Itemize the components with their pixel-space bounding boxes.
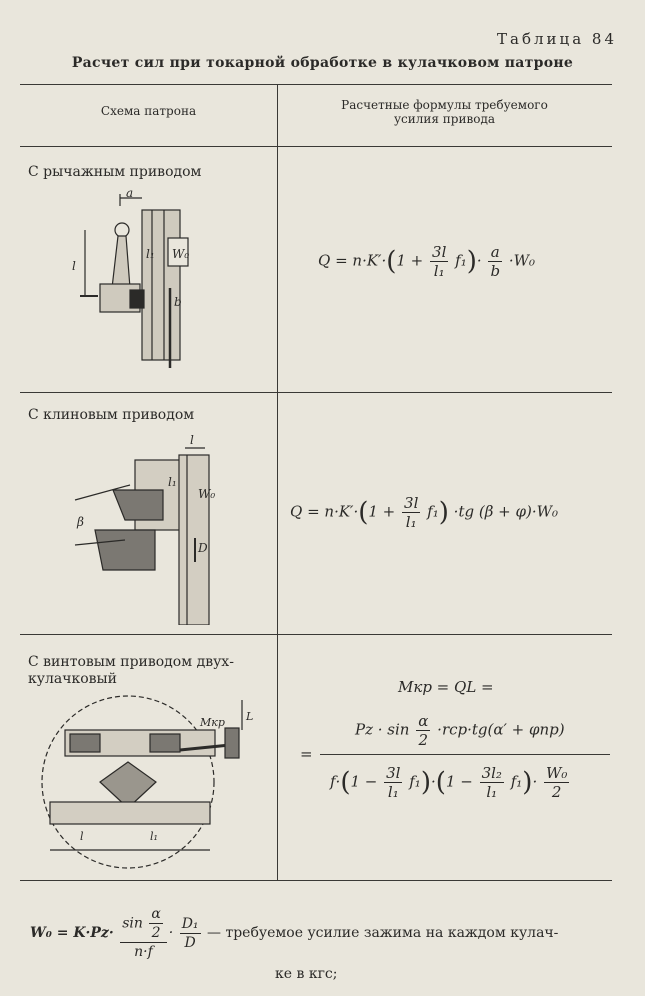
footer-text-line2: ке в кгс; [275, 966, 338, 982]
formula-wedge-f1: f₁ [427, 502, 439, 521]
row-label-wedge: С клиновым приводом [28, 407, 195, 423]
formula-screw-alpha: α [418, 712, 429, 730]
screw-label-l1: l₁ [150, 830, 158, 843]
formula-wedge-den: l₁ [402, 512, 421, 531]
formula-lever-den: l₁ [430, 261, 449, 280]
lever-label-w0: W₀ [172, 247, 189, 261]
formula-screw-den-b-den: l₁ [479, 782, 504, 801]
row-divider-1 [20, 392, 612, 393]
formula-screw-den-w-num: W₀ [545, 764, 568, 782]
wedge-label-l1: l₁ [168, 475, 177, 489]
footer-d: D [179, 932, 201, 952]
formula-screw-den-a-den: l₁ [384, 782, 403, 801]
column-divider [277, 84, 278, 880]
footer-alpha: α [151, 906, 161, 922]
wedge-label-l: l [190, 433, 194, 447]
formula-wedge-lhs: Q = n·K′· [290, 502, 359, 521]
formula-screw-num-post: ·rср·tg(α′ + φпр) [437, 720, 565, 739]
footer-text-line1: — требуемое усилие зажима на каждом кула… [207, 925, 559, 941]
formula-screw-eq: = [300, 745, 313, 763]
formula-screw-fraction-bar [320, 754, 610, 755]
column-header-formulas-line2: усилия привода [394, 112, 495, 126]
table-number: Таблица 84 [497, 30, 617, 48]
formula-lever-num: 3l [432, 243, 447, 261]
formula-lever-f1: f₁ [455, 251, 467, 270]
row-label-lever: С рычажным приводом [28, 164, 202, 180]
formula-lever-b: b [488, 261, 503, 280]
footer-w0: W₀ = K·Pz· [30, 925, 114, 941]
wedge-label-d: D [197, 541, 208, 555]
lever-label-a: a [126, 188, 133, 200]
table-bottom-rule [20, 880, 612, 881]
formula-screw-den-a-num: 3l [386, 764, 401, 782]
footer-two: 2 [149, 923, 163, 942]
row-label-screw: С винтовым приводом двух- кулачковый [28, 654, 234, 688]
screw-chuck-diagram: Mкр L l l₁ [41, 695, 253, 869]
header-rule [20, 146, 612, 147]
formula-lever-tail: ·W₀ [508, 251, 536, 270]
row-label-screw-line2: кулачковый [28, 671, 118, 687]
lever-label-b: b [174, 295, 182, 309]
wedge-label-w0: W₀ [198, 487, 215, 501]
formula-lever-lhs: Q = n·K′· [318, 251, 387, 270]
formula-lever-a: a [490, 243, 500, 261]
footer-d1: D₁ [181, 915, 199, 932]
column-header-formulas: Расчетные формулы требуемого усилия прив… [277, 98, 612, 126]
wedge-label-beta: β [76, 515, 84, 529]
lever-chuck-diagram: a l l₁ W₀ b [72, 188, 189, 368]
screw-label-mkp: Mкр [199, 716, 225, 729]
formula-screw-num-pre: Pz · sin [355, 720, 410, 739]
row-divider-2 [20, 634, 612, 635]
column-header-scheme: Схема патрона [100, 104, 197, 118]
formula-screw-den-pre: f· [330, 772, 341, 791]
formula-screw-den-w-den: 2 [543, 782, 570, 801]
formula-screw-alpha-den: 2 [416, 730, 431, 749]
table-title: Расчет сил при токарной обработке в кула… [71, 55, 574, 71]
lever-label-l1: l₁ [146, 247, 155, 261]
footer-nf: n·f [120, 942, 167, 961]
table-top-rule [20, 84, 612, 85]
formula-wedge-num: 3l [404, 494, 419, 512]
formula-wedge-tail: ·tg (β + φ)·W₀ [453, 502, 559, 521]
column-header-formulas-line1: Расчетные формулы требуемого [341, 98, 548, 112]
footer-sin: sin [122, 915, 143, 932]
screw-label-l-cap: L [245, 710, 253, 723]
formula-screw-line1: Mкр = QL = [398, 678, 494, 696]
formula-screw-den-b-num: 3l₂ [481, 764, 502, 782]
row-label-screw-line1: С винтовым приводом двух- [28, 654, 234, 670]
wedge-chuck-diagram: l l₁ W₀ β D [74, 433, 215, 625]
screw-label-l: l [80, 830, 84, 843]
lever-label-l: l [72, 259, 76, 273]
